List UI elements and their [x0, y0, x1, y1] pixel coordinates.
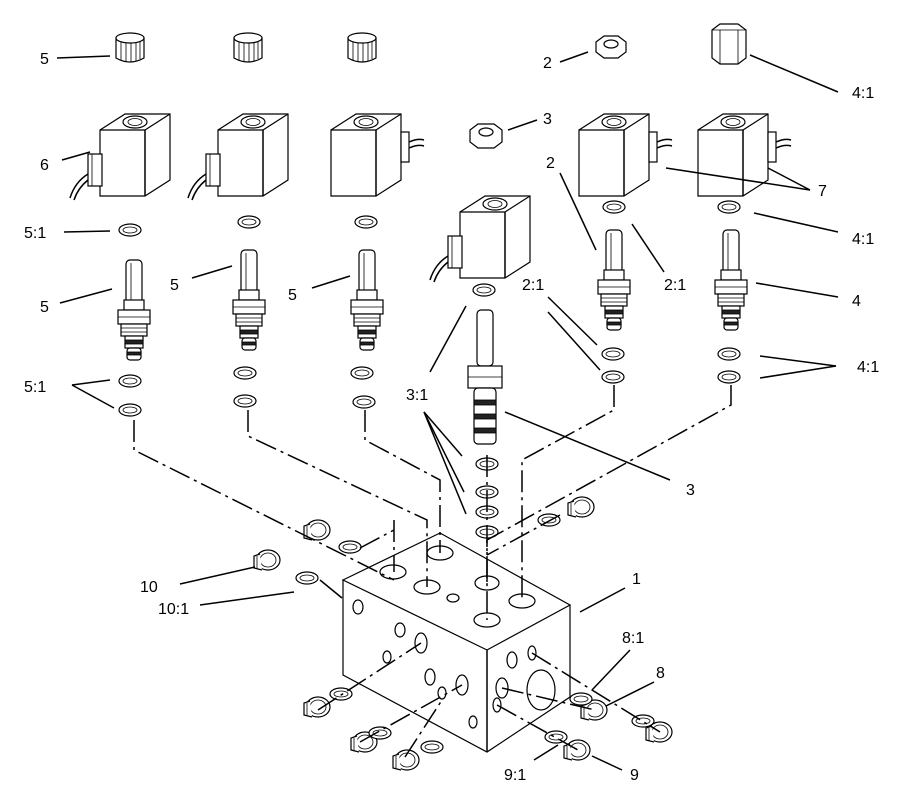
- plug-bottom-left-1: [303, 696, 331, 718]
- oring-lower-1a: [118, 374, 142, 388]
- callout-3-1: 3:1: [406, 387, 428, 404]
- oring-upper-2: [237, 215, 261, 229]
- oring-top-left: [338, 540, 362, 554]
- knob-2: [233, 32, 263, 63]
- oring-bottom-left-2: [368, 726, 392, 740]
- callout-10-1: 10:1: [158, 601, 189, 618]
- callout-1: 1: [632, 571, 641, 588]
- solenoid-coil-3: [330, 113, 425, 197]
- knob-1: [115, 32, 145, 63]
- solenoid-coil-1: [69, 113, 171, 201]
- callout-2-mid: 2: [546, 155, 555, 172]
- callout-6: 6: [40, 157, 49, 174]
- callout-5-1-b: 5:1: [24, 379, 46, 396]
- plug-top-right: [567, 496, 595, 518]
- callout-5-valve-3: 5: [288, 287, 297, 304]
- valve-cartridge-5: [714, 229, 748, 331]
- callout-2-top: 2: [543, 55, 552, 72]
- callout-8-1: 8:1: [622, 630, 644, 647]
- oring-lower-3b: [352, 395, 376, 409]
- oring-lower-3a: [350, 366, 374, 380]
- callout-2-1-b: 2:1: [664, 277, 686, 294]
- callout-9-1: 9:1: [504, 767, 526, 784]
- callout-2-1-a: 2:1: [522, 277, 544, 294]
- callout-4-1-mid: 4:1: [852, 231, 874, 248]
- oring-bottom-left-3: [420, 740, 444, 754]
- callout-4-1-low: 4:1: [857, 359, 879, 376]
- hex-nut-2: [595, 35, 627, 59]
- solenoid-coil-center: [429, 195, 531, 283]
- oring-upper-4: [602, 200, 626, 214]
- plug-10: [253, 549, 281, 571]
- callout-3-nut: 3: [543, 111, 552, 128]
- callout-5-1-a: 5:1: [24, 225, 46, 242]
- callout-labels: 5 2 4:1 3 6 2 7 5:1 4:1 2:1 2:1 5 5 5 4 …: [24, 51, 879, 784]
- manifold-block: [341, 532, 572, 753]
- oring-lower-2b: [233, 394, 257, 408]
- solenoid-coil-2: [187, 113, 289, 201]
- hex-nut-3: [469, 123, 503, 149]
- callout-8: 8: [656, 665, 665, 682]
- callout-9: 9: [630, 767, 639, 784]
- hex-cap-4-1: [711, 23, 747, 65]
- plug-bottom-left-3: [392, 749, 420, 771]
- callout-4-1-top: 4:1: [852, 85, 874, 102]
- oring-lower-4b: [601, 370, 625, 384]
- oring-lower-5a: [717, 347, 741, 361]
- oring-lower-4a: [601, 347, 625, 361]
- assembly-centerlines: [133, 385, 732, 758]
- callout-5-valve-2: 5: [170, 277, 179, 294]
- callout-10: 10: [140, 579, 158, 596]
- leader-lines: [56, 51, 839, 771]
- oring-lower-5b: [717, 370, 741, 384]
- oring-upper-1: [118, 223, 142, 237]
- oring-top-right: [537, 513, 561, 527]
- callout-5-top: 5: [40, 51, 49, 68]
- oring-lower-2a: [233, 366, 257, 380]
- oring-8-1: [569, 692, 593, 706]
- solenoid-coil-5: [697, 113, 792, 197]
- knob-3: [347, 32, 377, 63]
- oring-upper-5: [717, 200, 741, 214]
- valve-cartridge-2: [232, 249, 266, 351]
- valve-cartridge-center: [467, 309, 503, 445]
- valve-cartridge-4: [597, 229, 631, 331]
- valve-cartridge-1: [117, 259, 151, 361]
- callout-3: 3: [686, 482, 695, 499]
- callout-5-valve-1: 5: [40, 299, 49, 316]
- callout-4: 4: [852, 293, 861, 310]
- solenoid-coil-4: [578, 113, 673, 197]
- oring-10-1: [295, 571, 319, 585]
- oring-upper-3: [354, 215, 378, 229]
- callout-7: 7: [818, 183, 827, 200]
- oring-lower-1b: [118, 403, 142, 417]
- oring-upper-center: [472, 283, 496, 297]
- valve-cartridge-3: [350, 249, 384, 351]
